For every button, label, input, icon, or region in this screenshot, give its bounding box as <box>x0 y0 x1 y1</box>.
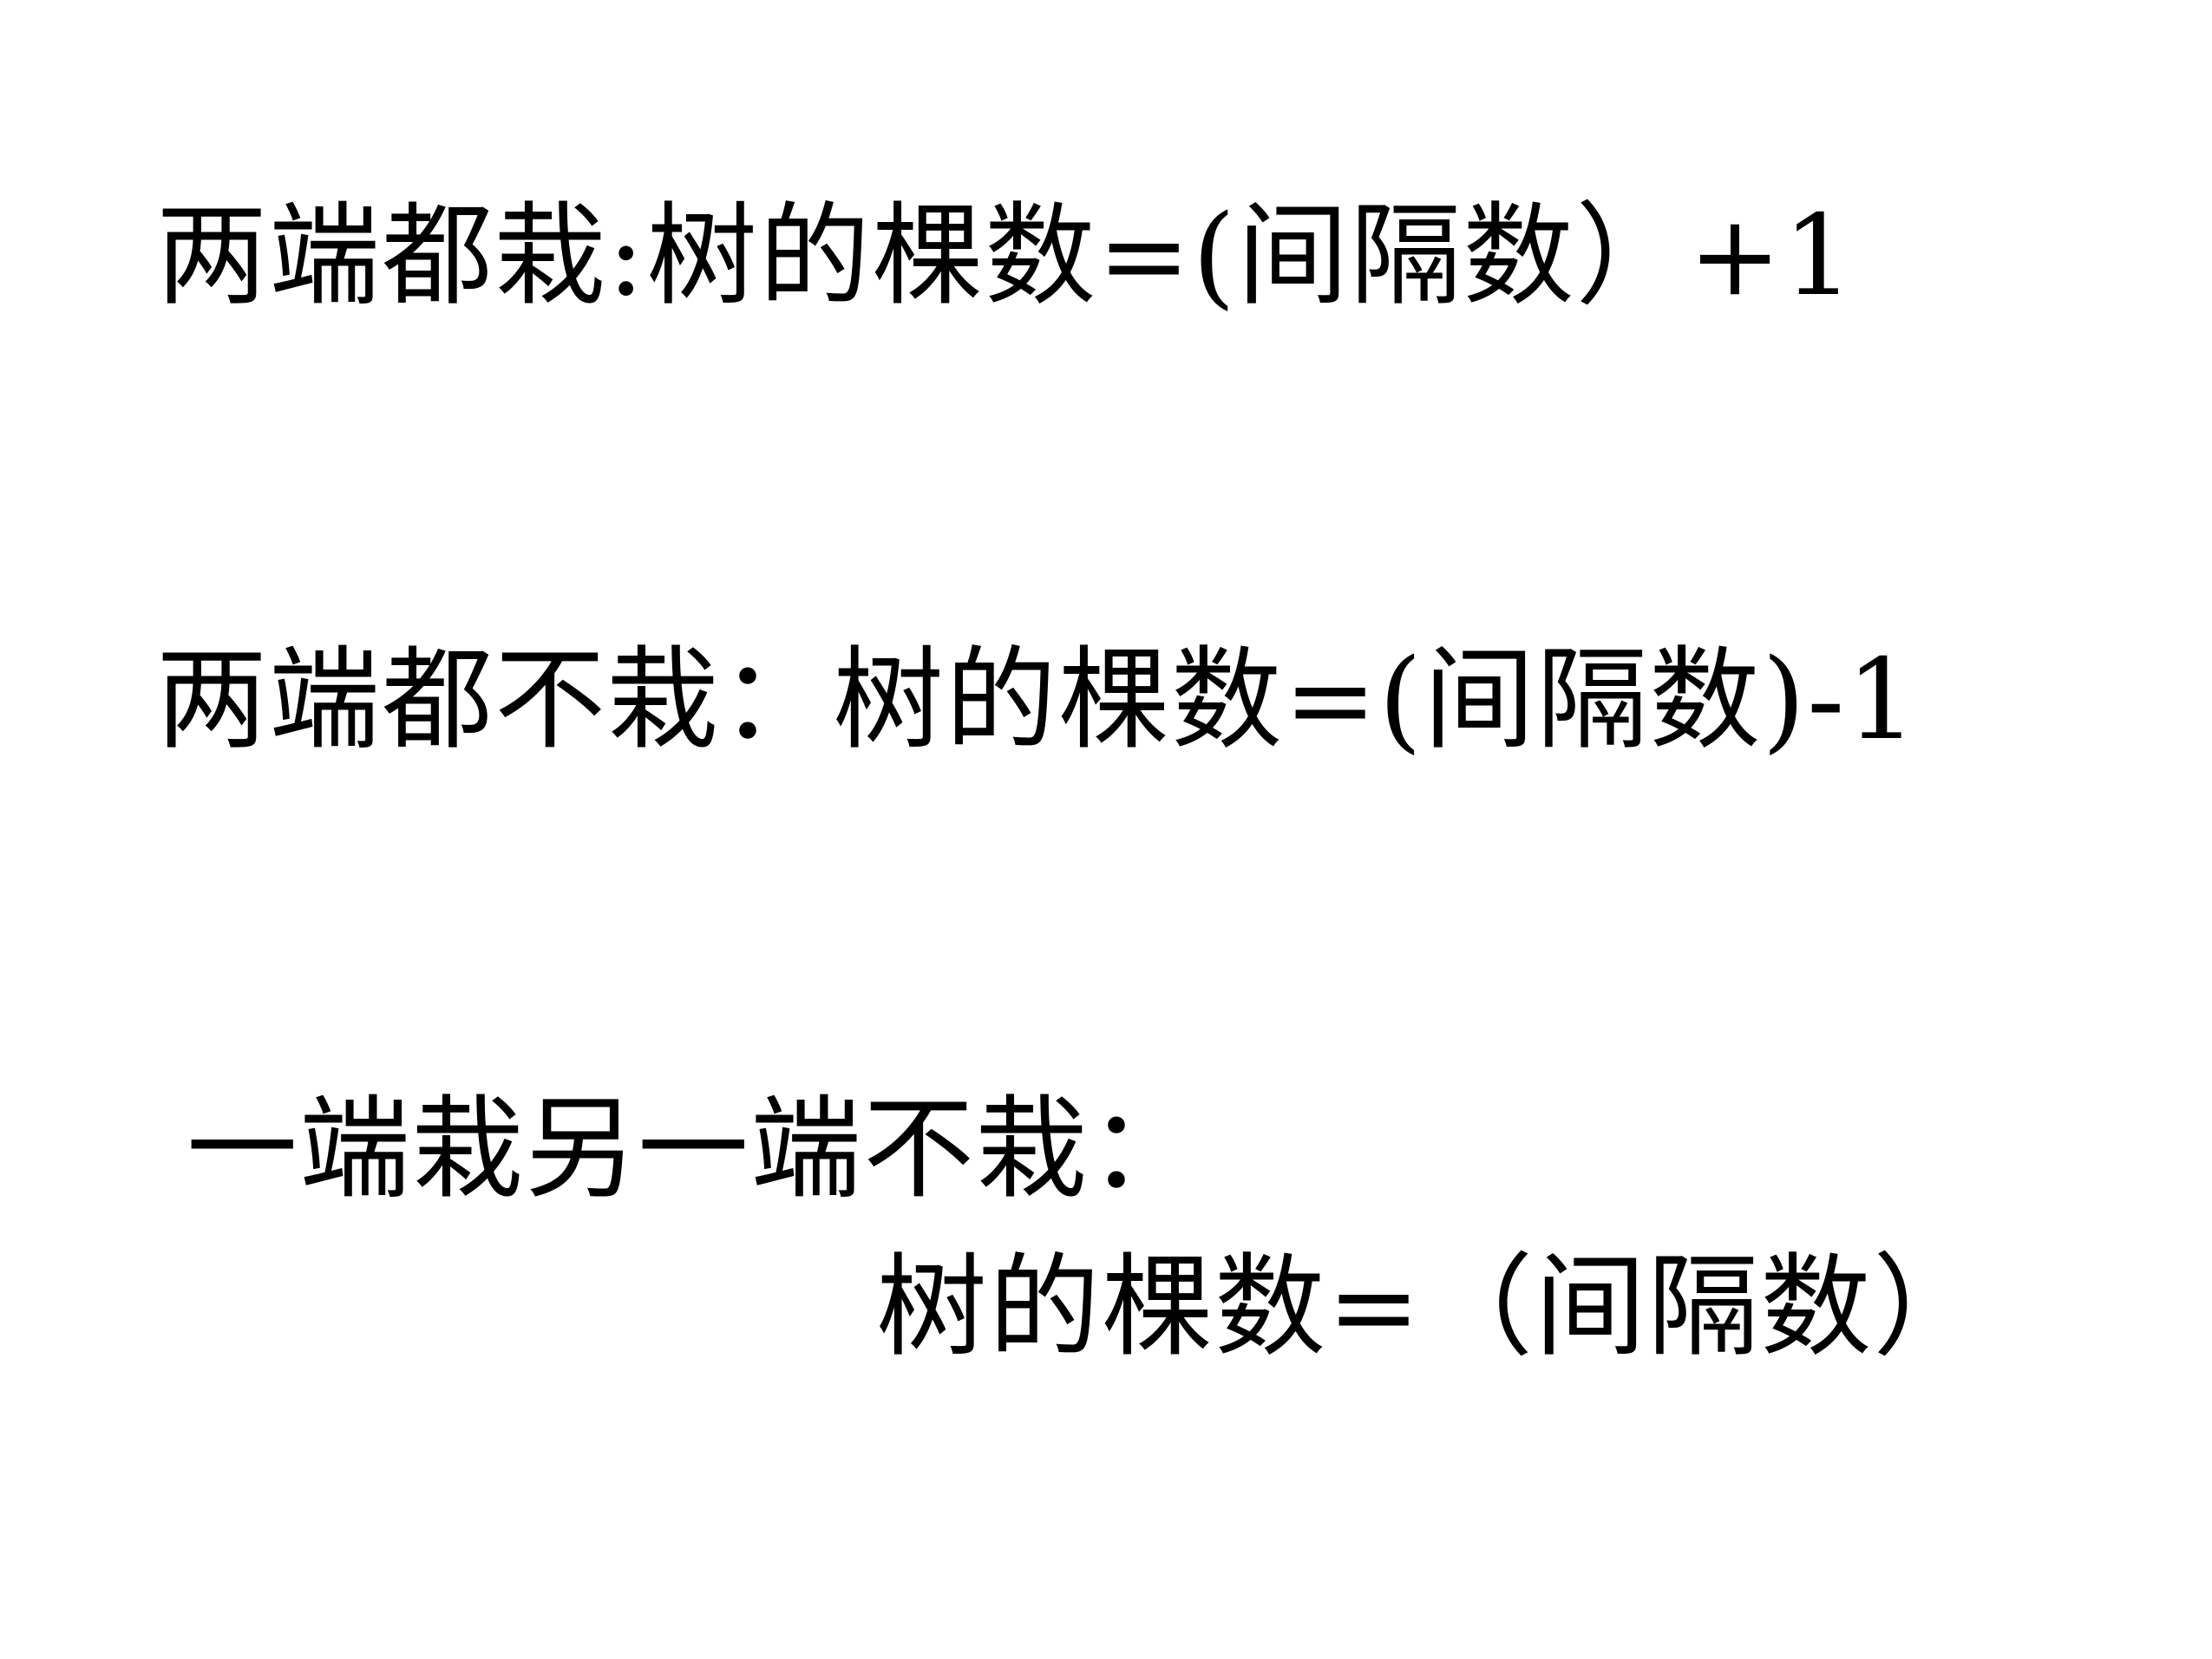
rule-one-end-planted-formula: 树的棵数=（间隔数） <box>876 1243 1986 1372</box>
rule-one-end-planted-heading: 一端栽另一端不栽： <box>187 1085 1202 1214</box>
rule-both-ends-planted: 两端都栽:树的棵数=(间隔数）+1 <box>156 192 1856 321</box>
rule-neither-end-planted: 两端都不栽：树的棵数=(间隔数)-1 <box>156 636 1919 765</box>
